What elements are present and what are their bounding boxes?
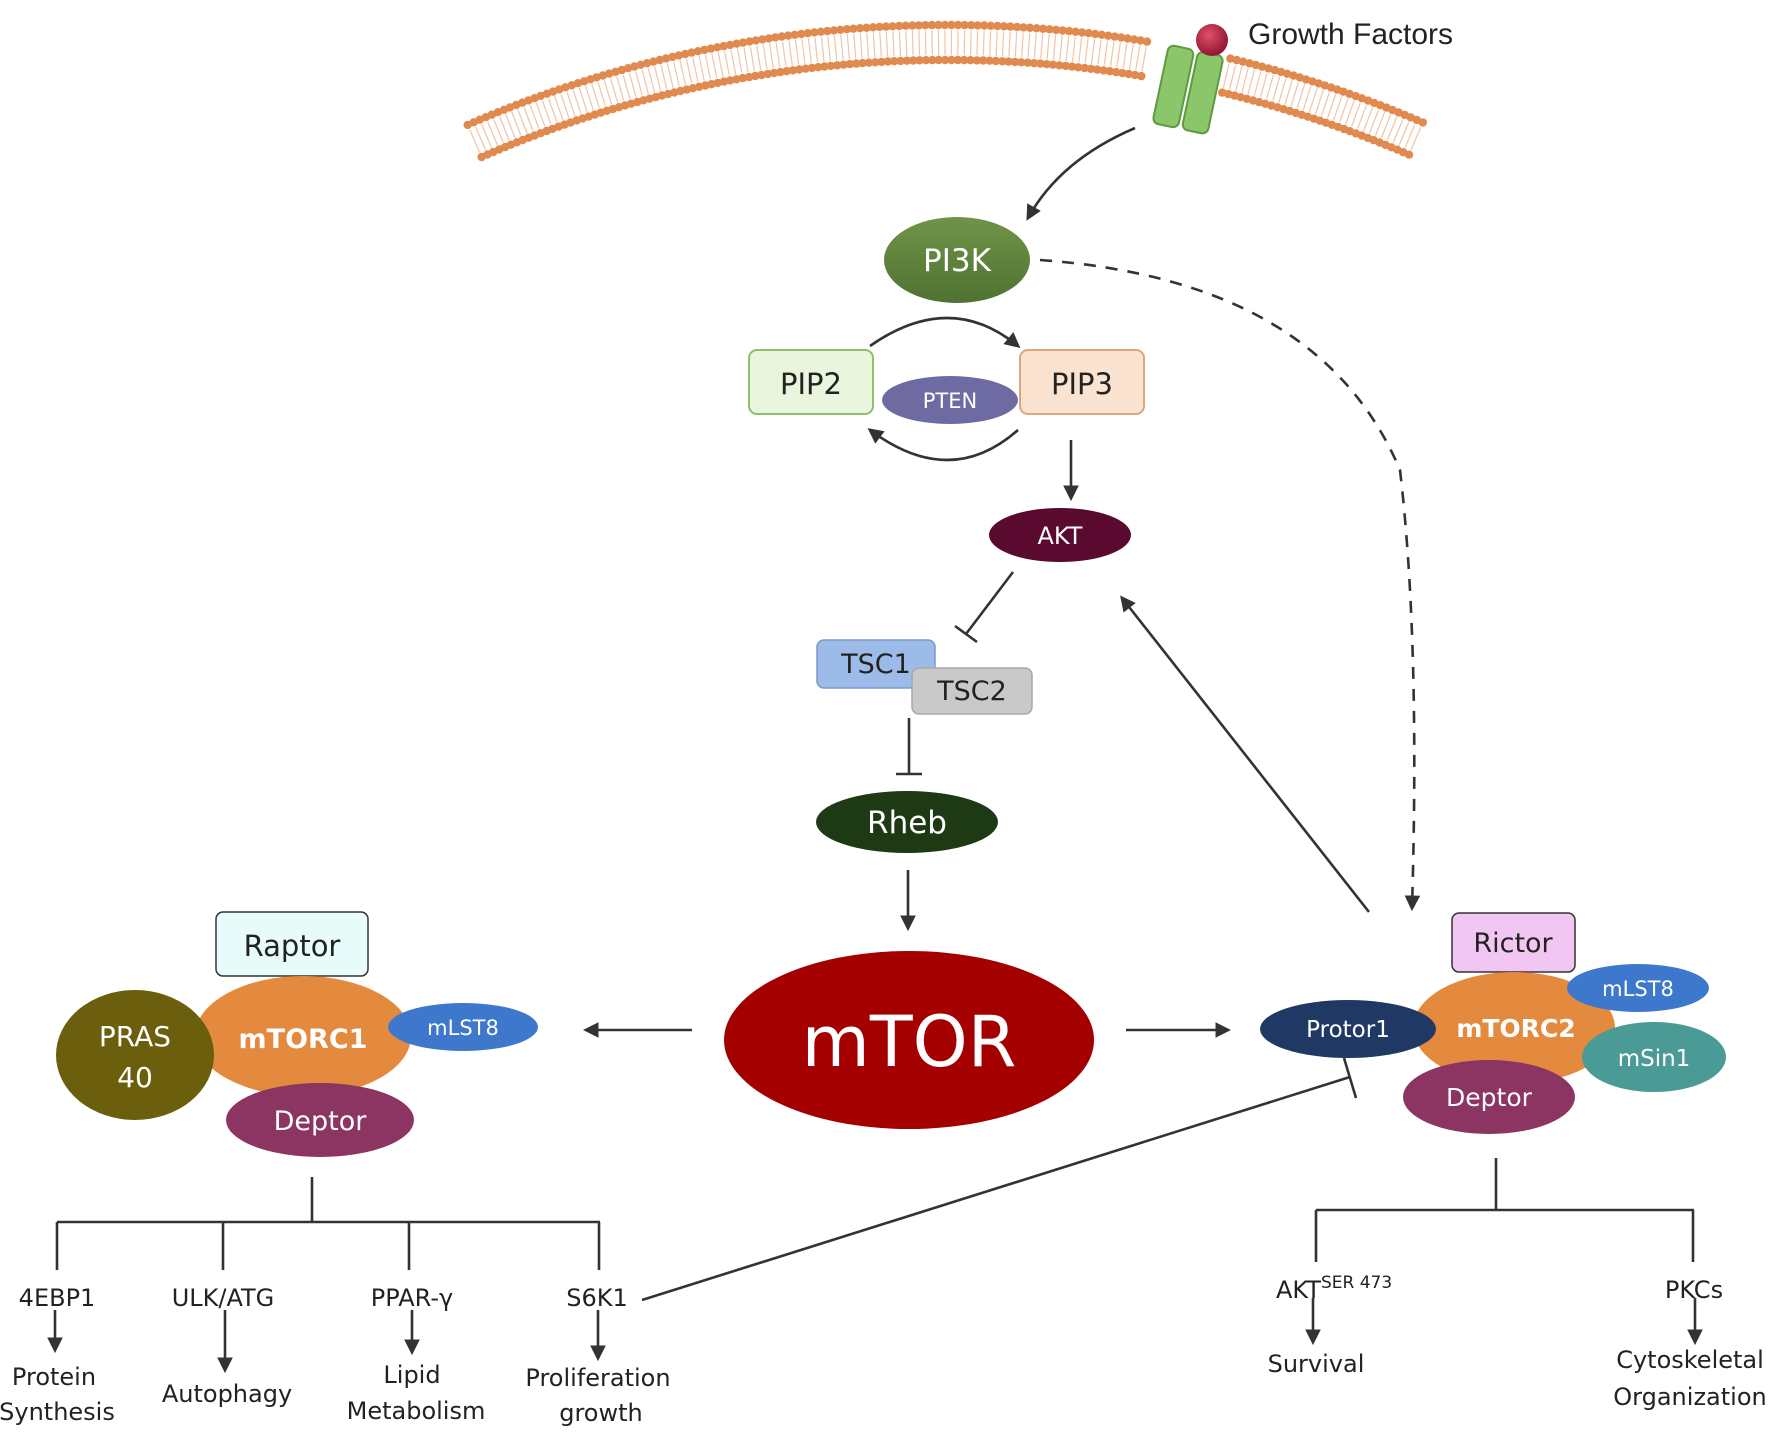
tsc-complex: TSC1 TSC2 [816,639,1033,715]
mtorc1-deptor-label: Deptor [274,1106,368,1137]
mtorc2-mlst8-node [1567,964,1709,1012]
pip2-label: PIP2 [780,367,842,401]
rictor-box [1451,912,1576,973]
mtorc2-mlst8-label: mLST8 [1602,977,1674,1001]
pras40-label-line1: PRAS [99,1020,171,1053]
raptor-box [215,911,369,977]
pip2-node: PIP2 [748,349,874,415]
inhibit-s6k1-to-mtorc2 [641,1075,1351,1302]
mtorc2-deptor-node [1403,1060,1575,1134]
mtor-label: mTOR [802,1001,1017,1083]
mtorc2-label: mTORC2 [1456,1014,1575,1043]
pi3k-node: PI3K [884,217,1030,303]
outcome-metabolism: Metabolism [347,1397,486,1425]
pten-node: PTEN [882,376,1018,424]
mtorc2-core [1413,972,1615,1084]
arrow-pip2-to-pip3 [869,316,1021,348]
mtorc1-targets: 4EBP1 ULK/ATG PPAR-γ S6K1 Protein Synthe… [0,1284,671,1427]
outcome-autophagy: Autophagy [162,1380,292,1408]
outcome-lipid: Lipid [383,1361,440,1389]
tsc1-label: TSC1 [840,649,911,680]
outcome-cytoskeletal: Cytoskeletal [1616,1346,1764,1374]
dashed-pi3k-to-mtorc2 [1039,258,1421,912]
mtorc1-complex: Raptor PRAS 40 mTORC1 mLST8 Deptor [56,911,538,1157]
receptor [1152,44,1224,135]
akt-label: AKT [1038,522,1083,550]
raptor-label: Raptor [244,929,341,963]
arrow-receptor-to-pi3k [1026,126,1136,221]
mtorc1-label: mTORC1 [239,1024,368,1055]
pten-label: PTEN [923,389,977,413]
outcome-growth: growth [559,1399,643,1427]
membrane-outer-leaflet [463,20,1428,130]
mtorc2-targets: AKTSER 473 PKCs Survival Cytoskeletal Or… [1268,1273,1767,1411]
arrow-mtorc2-to-akt [1120,595,1371,913]
rictor-label: Rictor [1473,928,1553,959]
target-4ebp1: 4EBP1 [19,1284,96,1312]
rheb-label: Rheb [867,805,947,841]
mtorc2-target-tree [1305,1158,1703,1346]
protor1-label: Protor1 [1306,1017,1390,1043]
target-akt-ser473: AKTSER 473 [1276,1273,1392,1304]
connectors [47,126,1703,1374]
growth-factors-label: Growth Factors [1248,18,1453,51]
mtorc2-complex: Rictor Protor1 mTORC2 mLST8 mSin1 Deptor [1260,912,1726,1134]
mtor-node: mTOR [724,951,1094,1129]
target-ppar-gamma: PPAR-γ [371,1284,453,1312]
rheb-node: Rheb [816,791,998,853]
mtorc1-mlst8-label: mLST8 [427,1016,499,1040]
protor1-node [1260,1000,1436,1058]
mtorc1-target-tree [47,1177,606,1374]
mtorc2-deptor-label: Deptor [1446,1083,1533,1112]
growth-factor-ligand [1196,24,1228,56]
membrane-inner-leaflet [477,55,1414,162]
membrane-lipid-tails [469,29,1422,153]
pip3-label: PIP3 [1051,367,1113,401]
akt-node: AKT [989,508,1131,562]
outcome-protein: Protein [12,1363,96,1391]
outcome-organization: Organization [1613,1383,1766,1411]
pi3k-label: PI3K [923,243,992,279]
inhibit-akt-to-tsc [964,571,1015,635]
outcome-proliferation: Proliferation [525,1364,670,1392]
pras40-label-line2: 40 [117,1061,153,1094]
tsc2-label: TSC2 [936,676,1007,707]
pip3-node: PIP3 [1019,349,1145,415]
target-s6k1: S6K1 [566,1284,628,1312]
msin1-label: mSin1 [1618,1046,1691,1072]
outcome-synthesis: Synthesis [0,1398,115,1426]
cell-membrane [463,20,1428,162]
target-ulk-atg: ULK/ATG [172,1284,275,1312]
akt-ser473-superscript: SER 473 [1321,1273,1392,1293]
akt-ser473-name: AKT [1276,1276,1321,1304]
outcome-survival: Survival [1268,1350,1365,1378]
mtorc1-deptor-node [226,1083,414,1157]
pras40-node [56,990,214,1120]
target-pkcs: PKCs [1665,1276,1723,1304]
msin1-node [1582,1022,1726,1092]
mtorc1-mlst8-node [388,1003,538,1051]
arrow-pip3-to-pip2 [867,428,1019,462]
mtorc1-core [195,976,411,1096]
